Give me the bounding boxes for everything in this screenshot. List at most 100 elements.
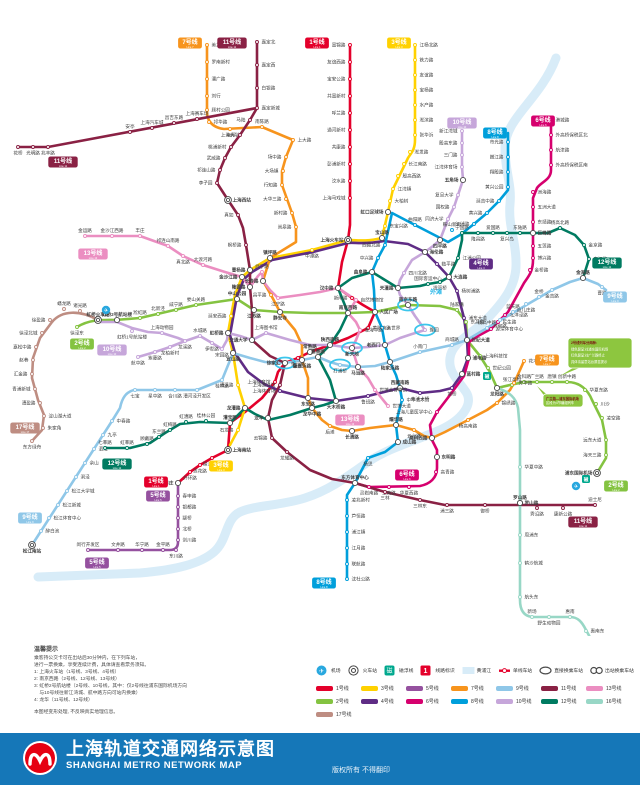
station-dot	[276, 296, 280, 300]
station: 锦绣路	[495, 400, 516, 407]
station-label: 光明路	[26, 150, 40, 157]
station-dot	[568, 615, 572, 619]
station-label: 东宝兴路	[390, 223, 409, 230]
station: 上海体育馆	[248, 379, 277, 386]
station: 金桥路	[528, 267, 549, 274]
transfer-station-dot	[368, 268, 376, 276]
transfer-station-dot	[351, 479, 359, 487]
station: 桂林公园	[197, 412, 216, 423]
station-label: 昌吉东路	[165, 114, 184, 121]
station-label: 凌兆新村	[352, 497, 371, 504]
line-16-path	[495, 386, 591, 636]
station: 鞍山新村	[443, 221, 462, 232]
station-dot	[136, 355, 140, 359]
station-dot	[278, 383, 282, 387]
railway-station-icon-inner	[345, 237, 350, 242]
station: 兆丰路	[41, 145, 55, 157]
station-label: 祁连山南路	[157, 237, 180, 244]
station: 上海图书馆	[255, 324, 278, 335]
transfer-station-dot	[229, 349, 237, 357]
station-dot	[460, 141, 464, 145]
station: 龙漕路	[226, 405, 249, 412]
station: 爱国路	[486, 224, 500, 235]
station-dot	[550, 288, 554, 292]
station-label: 龙溪路	[178, 344, 192, 351]
legend-symbol-river: 黄浦江	[462, 665, 491, 676]
legend-line-1: 1号线	[316, 685, 361, 692]
station-dot	[478, 354, 482, 358]
station-label: 创新中路	[558, 373, 577, 380]
station-label: 漕宝路	[223, 414, 237, 421]
station-dot	[220, 347, 224, 351]
station-label: 真如	[224, 212, 234, 219]
station-label: 衡山路	[291, 361, 305, 368]
station: 惠南东	[584, 628, 605, 634]
station-dot	[503, 313, 507, 317]
station-dot	[338, 363, 342, 367]
station-dot	[380, 326, 384, 330]
station: 莲花路	[193, 463, 207, 475]
station: 大世界	[380, 325, 401, 332]
station-label: 虹梅路	[163, 421, 177, 428]
station: 耀华路	[388, 416, 403, 429]
station: 临平路	[435, 261, 456, 268]
station: 国权路	[436, 204, 456, 211]
station: 丰庄	[135, 227, 145, 238]
maglev-glyph: 磁	[485, 373, 490, 380]
station-label: 后滩	[325, 429, 335, 436]
station-label: 爱国路	[486, 224, 500, 231]
station-label: 淞虹路	[133, 309, 147, 316]
station-dot	[418, 391, 422, 395]
station-dot	[39, 529, 43, 533]
transfer-station-dot	[458, 370, 466, 378]
station: 五洲大道	[531, 204, 556, 211]
station-label: 北桥	[183, 526, 193, 533]
station: 大连路	[445, 274, 468, 281]
station: 巨峰路	[529, 230, 552, 237]
legend-line-12: 12号线	[541, 698, 586, 705]
railway-station-icon-inner	[29, 543, 34, 548]
badge-line-name-en: Line 1	[313, 45, 321, 49]
station-label: 延吉中路	[476, 198, 495, 205]
station-dot	[549, 163, 553, 167]
station-dot	[366, 394, 370, 398]
station-label: 小南门	[413, 343, 427, 350]
station-label: 虹桥2号航站楼	[102, 311, 133, 318]
station-dot	[33, 387, 37, 391]
station-dot	[205, 60, 209, 64]
station-dot	[506, 140, 510, 144]
station-label: 川沙	[601, 402, 611, 407]
station: 陆家嘴	[450, 301, 464, 312]
station: 白银路	[255, 85, 276, 92]
airport-icon: ✈	[101, 305, 111, 314]
station: 浦东国际机场	[565, 469, 601, 477]
station-label: 虹桥路	[210, 330, 224, 337]
station: 东兰路	[152, 428, 166, 439]
station: 世博会博物馆	[373, 387, 407, 394]
station: 大华三路	[263, 196, 288, 203]
highlight-ring	[341, 341, 363, 355]
station: 莘庄	[164, 480, 182, 487]
station: 黄兴路	[469, 210, 489, 217]
station: 顾戴路	[140, 435, 154, 446]
station-label: 北新泾	[151, 305, 165, 312]
station-dot	[413, 43, 417, 47]
station-dot	[269, 293, 273, 297]
station: 江杨北路	[413, 42, 438, 49]
station-dot	[531, 205, 535, 209]
station: 东靖路	[531, 219, 552, 226]
station: 浦三路	[440, 503, 454, 515]
station-label: 新场	[527, 608, 537, 615]
station: 上海动物园	[151, 324, 174, 335]
station-label: 远东大道	[583, 437, 602, 444]
station-label: 蓝村路	[467, 371, 481, 378]
station-dot	[383, 224, 387, 228]
station-label: 三林	[380, 495, 390, 502]
badge-box	[469, 258, 493, 270]
station-label: 上海西站	[233, 197, 252, 204]
transfer-station-dot	[233, 295, 241, 303]
tourist-highlights	[274, 298, 436, 372]
station-dot	[460, 165, 464, 169]
transfer-station-dot	[276, 308, 284, 316]
